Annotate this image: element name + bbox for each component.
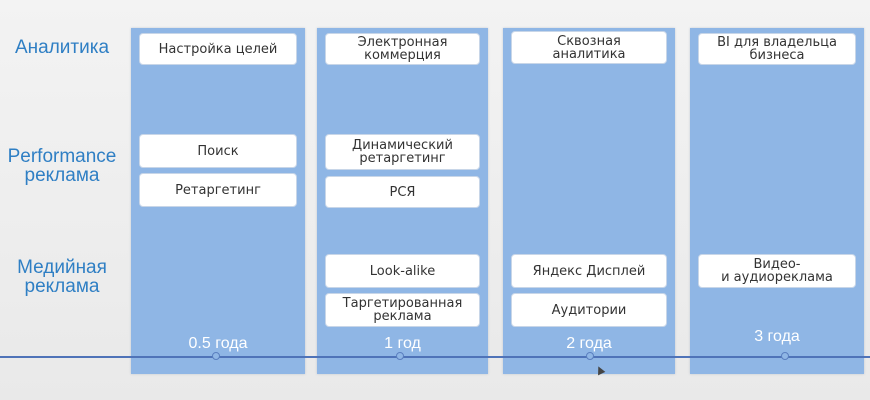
row-label-performance: Performance реклама — [7, 146, 117, 186]
card-dynamic-retargeting: Динамический ретаргетинг — [325, 134, 480, 170]
timeline-dot — [781, 352, 789, 360]
card-bi-for-owner: BI для владельца бизнеса — [698, 33, 856, 65]
column-0-5-year: Настройка целей Поиск Ретаргетинг 0.5 го… — [131, 28, 305, 374]
row-label-analytics: Аналитика — [14, 37, 110, 58]
card-end-to-end-analytics: Сквозная аналитика — [511, 31, 667, 64]
card-search: Поиск — [139, 134, 297, 168]
period-label: 1 год — [384, 335, 421, 352]
timeline-dot — [212, 352, 220, 360]
timeline-dot — [586, 352, 594, 360]
column-3-years: BI для владельца бизнеса Видео- и аудиор… — [690, 28, 864, 374]
card-ecommerce: Электронная коммерция — [325, 33, 480, 65]
timeline-line — [0, 356, 870, 358]
card-yandex-display: Яндекс Дисплей — [511, 254, 667, 288]
column-1-year: Электронная коммерция Динамический ретар… — [317, 28, 488, 374]
card-audiences: Аудитории — [511, 293, 667, 327]
period-label: 3 года — [754, 328, 800, 345]
period-label: 2 года — [566, 335, 612, 352]
card-targeted-ads: Таргетированная реклама — [325, 293, 480, 327]
card-retargeting: Ретаргетинг — [139, 173, 297, 207]
card-look-alike: Look-alike — [325, 254, 480, 288]
period-label: 0.5 года — [188, 335, 248, 352]
row-label-media: Медийная реклама — [17, 257, 107, 297]
timeline-dot — [396, 352, 404, 360]
card-rsya: РСЯ — [325, 176, 480, 208]
column-2-years: Сквозная аналитика Яндекс Дисплей Аудито… — [503, 28, 675, 374]
card-goal-setup: Настройка целей — [139, 33, 297, 65]
card-video-audio-ads: Видео- и аудиореклама — [698, 254, 856, 288]
